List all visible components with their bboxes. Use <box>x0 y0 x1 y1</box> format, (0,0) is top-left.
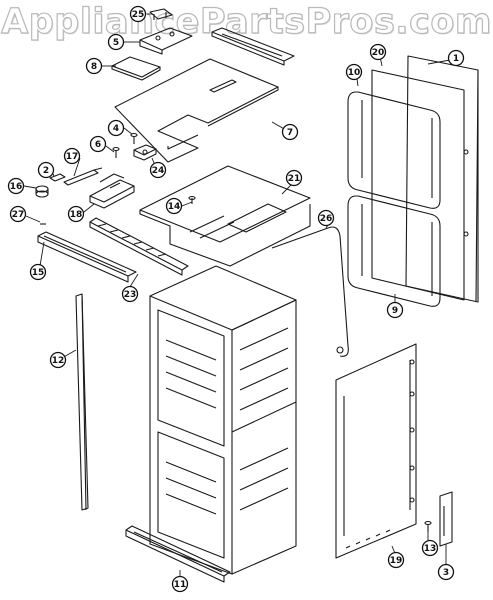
callout-7: 7 <box>281 123 299 141</box>
callout-23-label: 23 <box>124 290 137 300</box>
part-16-knob <box>35 185 49 198</box>
callout-7-label: 7 <box>287 128 293 138</box>
callout-17-label: 17 <box>66 152 79 162</box>
callouts: 25 5 8 7 4 6 24 2 17 16 18 27 14 21 15 2… <box>7 5 465 593</box>
callout-24-label: 24 <box>152 166 165 176</box>
callout-15: 15 <box>29 263 47 281</box>
part-24-switch <box>133 144 157 161</box>
callout-26: 26 <box>317 209 335 227</box>
callout-21-label: 21 <box>288 174 301 184</box>
part-10-insulation <box>347 91 441 209</box>
callout-17: 17 <box>63 147 81 165</box>
callout-15-label: 15 <box>32 268 45 278</box>
part-5-bracket <box>139 27 193 55</box>
callout-24: 24 <box>149 161 167 179</box>
callout-6: 6 <box>89 135 107 153</box>
callout-20: 20 <box>369 43 387 61</box>
part-6-screw <box>112 146 120 158</box>
callout-3-label: 3 <box>443 568 449 578</box>
part-2-clip <box>49 173 66 182</box>
callout-18-label: 18 <box>70 210 83 220</box>
callout-25-label: 25 <box>132 10 145 20</box>
callout-27: 27 <box>9 205 27 223</box>
callout-5-label: 5 <box>113 38 119 48</box>
callout-5: 5 <box>107 33 125 51</box>
part-21-middle-panel <box>139 165 311 267</box>
callout-3: 3 <box>437 563 455 581</box>
callout-26-label: 26 <box>320 214 333 224</box>
part-top-trim-strip <box>211 27 295 66</box>
callout-9: 9 <box>386 301 404 319</box>
callout-14-label: 14 <box>168 202 181 212</box>
callout-20-label: 20 <box>372 48 385 58</box>
callout-10: 10 <box>345 63 363 81</box>
watermark: AppliancePartsPros.com <box>1 1 492 42</box>
part-7-top-panel <box>114 58 279 163</box>
part-20-insulation-back <box>371 69 465 301</box>
part-11-bottom-trim <box>125 525 231 583</box>
callout-8-label: 8 <box>91 62 97 72</box>
oven-cavity-frame <box>149 265 297 575</box>
callout-25: 25 <box>129 5 147 23</box>
callout-19: 19 <box>387 551 405 569</box>
callout-2-label: 2 <box>43 166 49 176</box>
part-4-screw <box>130 132 138 144</box>
callout-14: 14 <box>165 197 183 215</box>
part-19-side-panel <box>335 343 417 559</box>
part-14-screw <box>188 195 196 204</box>
callout-4-label: 4 <box>113 124 119 134</box>
callout-21: 21 <box>285 169 303 187</box>
callout-10-label: 10 <box>348 68 361 78</box>
callout-11: 11 <box>171 575 189 593</box>
callout-16-label: 16 <box>10 182 23 192</box>
callout-13-label: 13 <box>424 544 437 554</box>
part-12-side-strip <box>75 293 89 511</box>
part-8-plate <box>111 56 161 81</box>
callout-23: 23 <box>121 285 139 303</box>
part-3-bracket <box>439 491 453 547</box>
part-25-bracket <box>149 8 173 20</box>
callout-13: 13 <box>421 539 439 557</box>
part-23-vent-trim <box>89 217 189 276</box>
callout-2: 2 <box>37 161 55 179</box>
callout-8: 8 <box>85 57 103 75</box>
part-15-front-trim <box>37 231 137 283</box>
callout-18: 18 <box>67 205 85 223</box>
callout-12: 12 <box>49 351 67 369</box>
part-17-link <box>63 167 103 186</box>
part-9-insulation <box>347 195 441 307</box>
callout-9-label: 9 <box>392 306 398 316</box>
callout-4: 4 <box>107 119 125 137</box>
callout-19-label: 19 <box>390 556 403 566</box>
callout-27-label: 27 <box>12 210 25 220</box>
part-26-tube <box>271 226 349 357</box>
callout-1-label: 1 <box>453 54 459 64</box>
callout-12-label: 12 <box>52 356 65 366</box>
part-1-rear-panel <box>405 55 479 303</box>
callout-6-label: 6 <box>95 140 101 150</box>
part-18-latch <box>89 173 135 209</box>
callout-16: 16 <box>7 177 25 195</box>
callout-11-label: 11 <box>174 580 187 590</box>
callout-1: 1 <box>447 49 465 67</box>
part-13-screw <box>424 520 432 532</box>
